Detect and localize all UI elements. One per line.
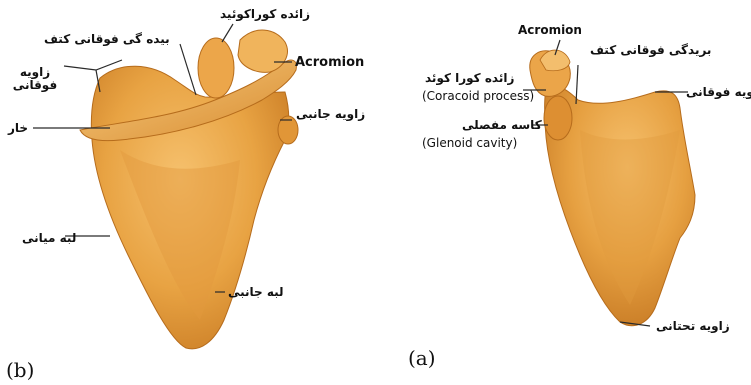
label-inferior-angle-a: زاویه تحتانی: [656, 320, 730, 333]
label-glenoid-cavity-a-en: (Glenoid cavity): [422, 137, 517, 150]
label-coracoid-process-a-fa: زائده کورا کوئد: [425, 72, 514, 85]
label-suprascapular-notch-a: بریدگی فوقانی کتف: [590, 44, 711, 57]
figure-caption-b: (b): [6, 358, 34, 382]
scapula-anterior-illustration: [530, 50, 695, 326]
label-glenoid-cavity-a-fa: کاسه مفصلی: [462, 119, 542, 132]
label-acromion-a: Acromion: [518, 24, 582, 37]
label-lateral-border-b: لبه جانبی: [228, 286, 284, 299]
leader-line: [576, 65, 578, 104]
label-medial-border-b: لبه میانی: [22, 232, 76, 245]
label-acromion-b: Acromion: [295, 56, 364, 70]
leader-line: [222, 24, 233, 42]
label-lateral-angle-b: زاویه جانبی: [296, 108, 365, 121]
label-coracoid-process-a-en: (Coracoid process): [422, 90, 534, 103]
label-spine-b: خار: [8, 122, 28, 135]
figure-caption-a: (a): [408, 346, 436, 370]
leader-line: [64, 60, 122, 70]
label-superior-angle-a: زاویه فوقانی: [686, 86, 751, 99]
label-superior-angle-b: زاویه فوقانی: [10, 66, 60, 92]
label-coracoid-process-b: زائده کوراکوئید: [220, 8, 310, 21]
label-suprascapular-notch-b: بیده گی فوقانی کتف: [44, 33, 170, 46]
scapula-posterior-illustration: [80, 30, 298, 349]
